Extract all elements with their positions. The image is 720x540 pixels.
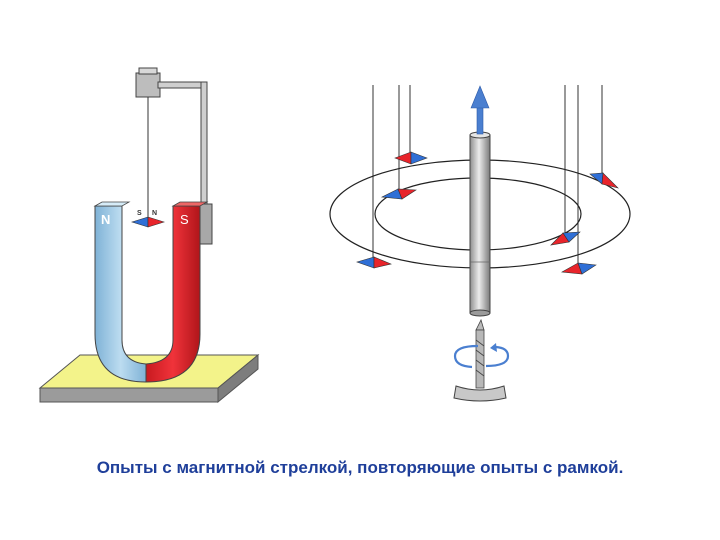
current-arrow-icon: [470, 85, 490, 135]
screw-handle: [453, 318, 507, 402]
compass-needle: [589, 172, 619, 189]
rotation-arrow-icon: [453, 343, 510, 369]
compass-needle: [380, 188, 417, 200]
figure-caption: Опыты с магнитной стрелкой, повторяющие …: [96, 458, 624, 477]
stand: [135, 67, 213, 245]
rod-experiment: [329, 85, 631, 402]
magnet-south-arm: [145, 205, 201, 383]
horseshoe-experiment: N S S N: [38, 67, 260, 404]
compass-needle: [394, 151, 428, 165]
magnet-south-label: S: [180, 212, 189, 227]
needle-north-label: N: [152, 210, 157, 217]
compass-needle: [561, 262, 597, 275]
magnet-north-label: N: [101, 212, 110, 227]
conductor-rod: [469, 134, 491, 314]
compass-needle: [356, 256, 392, 269]
suspended-needle: S N: [130, 210, 166, 228]
hanging-threads: [372, 85, 603, 268]
compass-needle: [550, 231, 581, 246]
needle-south-label: S: [137, 210, 142, 217]
